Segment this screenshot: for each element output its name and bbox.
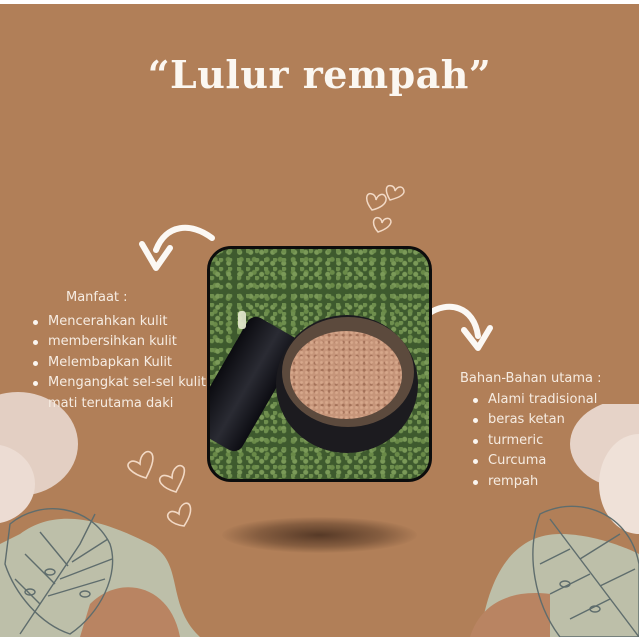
heart-outline-icon — [127, 450, 192, 527]
benefits-section: Manfaat : Mencerahkan kulit membersihkan… — [32, 288, 212, 414]
drop-shadow — [222, 517, 417, 553]
ingredients-section: Bahan-Bahan utama : Alami tradisional be… — [460, 369, 639, 492]
product-photo — [207, 246, 432, 482]
list-item: Mencerahkan kulit — [32, 312, 212, 333]
ingredients-heading: Bahan-Bahan utama : — [460, 371, 602, 386]
lid-shine — [238, 311, 246, 329]
list-item: membersihkan kulit — [32, 332, 212, 353]
curved-arrow-right-icon — [425, 303, 493, 351]
ingredients-list: Alami tradisional beras ketan turmeric C… — [472, 390, 639, 493]
list-item: turmeric — [472, 431, 639, 452]
page-title: “Lulur rempah” — [147, 52, 492, 97]
list-item: Curcuma — [472, 451, 639, 472]
list-item: Melembapkan Kulit — [32, 353, 212, 374]
monstera-leaf-icon — [4, 508, 114, 635]
benefits-list: Mencerahkan kulit membersihkan kulit Mel… — [32, 312, 212, 415]
benefits-heading: Manfaat : — [66, 290, 128, 305]
list-item: Alami tradisional — [472, 390, 639, 411]
list-item: Mengangkat sel-sel kulit mati terutama d… — [32, 373, 208, 414]
list-item: rempah — [472, 472, 639, 493]
monstera-leaf-icon — [532, 505, 639, 637]
left-decor-shapes — [0, 392, 200, 637]
heart-outline-icon — [366, 184, 405, 233]
scrub-powder — [290, 331, 402, 419]
list-item: beras ketan — [472, 410, 639, 431]
poster-canvas: “Lulur rempah” Manfaat : — [0, 4, 639, 637]
curved-arrow-left-icon — [139, 224, 215, 271]
